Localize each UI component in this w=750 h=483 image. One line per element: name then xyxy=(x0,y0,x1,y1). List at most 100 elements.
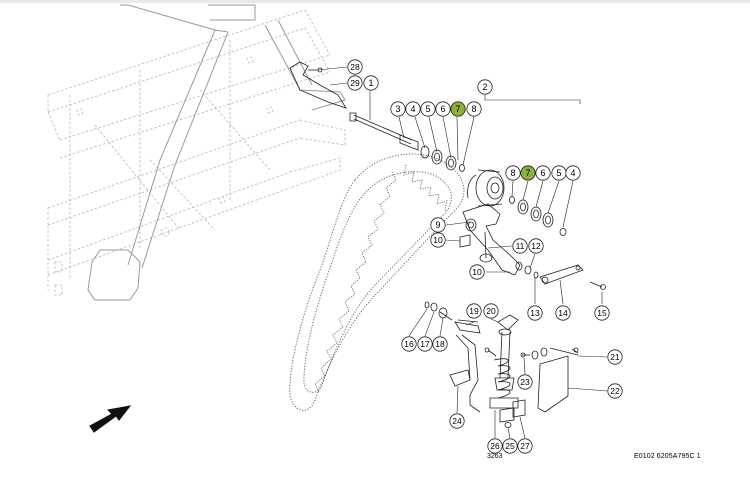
callout-c5b: 5 xyxy=(551,165,567,181)
callout-c1: 1 xyxy=(363,75,379,91)
document-code: E0102 6205A795C 1 xyxy=(634,453,701,460)
callout-label: 7 xyxy=(525,168,530,178)
callout-c7a: 7 xyxy=(450,101,466,117)
callout-c29: 29 xyxy=(347,75,363,91)
callout-label: 26 xyxy=(490,441,500,451)
callout-c13: 13 xyxy=(527,305,543,321)
callout-label: 14 xyxy=(558,308,568,318)
callout-circle xyxy=(535,165,551,181)
callout-circle xyxy=(405,101,421,117)
callout-c23: 23 xyxy=(517,374,533,390)
callout-circle xyxy=(528,238,544,254)
callout-label: 25 xyxy=(505,441,515,451)
callout-c10b: 10 xyxy=(469,264,485,280)
callout-c12: 12 xyxy=(528,238,544,254)
callout-label: 21 xyxy=(610,352,620,362)
callout-c16: 16 xyxy=(401,336,417,352)
callout-label: 13 xyxy=(530,308,540,318)
callout-circle xyxy=(435,101,451,117)
drive-belt xyxy=(289,153,465,411)
callout-circle xyxy=(512,238,528,254)
callout-circle xyxy=(487,438,503,454)
callout-circle xyxy=(565,165,581,181)
callout-c8b: 8 xyxy=(505,165,521,181)
callout-label: 10 xyxy=(433,235,443,245)
callout-c4a: 4 xyxy=(405,101,421,117)
callout-label: 15 xyxy=(597,308,607,318)
callout-circle xyxy=(430,217,446,233)
callout-circle xyxy=(430,232,446,248)
spring-coils xyxy=(493,358,511,399)
callout-label: 5 xyxy=(556,168,561,178)
callout-circle xyxy=(555,305,571,321)
callout-c3a: 3 xyxy=(390,101,406,117)
callout-c17: 17 xyxy=(417,336,433,352)
sub-number: 3263 xyxy=(487,453,503,460)
callout-circle xyxy=(401,336,417,352)
callout-c24: 24 xyxy=(449,413,465,429)
callout-circle xyxy=(417,336,433,352)
callout-circle xyxy=(432,336,448,352)
direction-arrow-icon xyxy=(89,405,132,433)
callout-circle xyxy=(466,101,482,117)
callout-circle xyxy=(450,101,466,117)
belt-teeth-outline xyxy=(403,164,448,212)
callout-c15: 15 xyxy=(594,305,610,321)
callout-circle xyxy=(466,303,482,319)
callout-c25: 25 xyxy=(502,438,518,454)
callout-c6a: 6 xyxy=(435,101,451,117)
callout-label: 24 xyxy=(452,416,462,426)
callout-label: 22 xyxy=(610,386,620,396)
callout-label: 19 xyxy=(469,306,479,316)
callout-label: 7 xyxy=(455,104,460,114)
callout-label: 5 xyxy=(425,104,430,114)
callout-c21: 21 xyxy=(607,349,623,365)
callout-c26: 26 xyxy=(487,438,503,454)
callout-label: 20 xyxy=(486,306,496,316)
hardware xyxy=(289,61,606,428)
callout-circle xyxy=(527,305,543,321)
callout-circle xyxy=(347,75,363,91)
callout-c5a: 5 xyxy=(420,101,436,117)
machine-frame xyxy=(47,9,346,296)
callout-circle xyxy=(483,303,499,319)
callout-c27: 27 xyxy=(517,438,533,454)
callout-circle xyxy=(502,438,518,454)
callout-c28: 28 xyxy=(347,59,363,75)
callout-label: 12 xyxy=(531,241,541,251)
callout-label: 3 xyxy=(395,104,400,114)
callout-label: 9 xyxy=(435,220,440,230)
callout-circle xyxy=(449,413,465,429)
callout-label: 28 xyxy=(350,62,360,72)
callout-label: 11 xyxy=(516,241,525,251)
callout-circle xyxy=(477,79,493,95)
callout-label: 17 xyxy=(420,339,430,349)
callout-circle xyxy=(607,383,623,399)
callout-c2: 2 xyxy=(477,79,493,95)
belt-teeth-outline xyxy=(314,171,397,393)
callout-label: 6 xyxy=(440,104,445,114)
callout-label: 18 xyxy=(435,339,445,349)
callout-label: 2 xyxy=(482,82,487,92)
callout-circle xyxy=(607,349,623,365)
callout-label: 1 xyxy=(368,78,373,88)
leader-lines xyxy=(317,66,608,439)
callout-label: 8 xyxy=(471,104,476,114)
callout-c10a: 10 xyxy=(430,232,446,248)
callout-c9: 9 xyxy=(430,217,446,233)
callout-circle xyxy=(517,438,533,454)
callout-c18: 18 xyxy=(432,336,448,352)
callout-circle xyxy=(390,101,406,117)
callout-label: 29 xyxy=(350,78,360,88)
callout-label: 8 xyxy=(510,168,515,178)
callout-label: 4 xyxy=(570,168,575,178)
callout-label: 27 xyxy=(520,441,530,451)
main-arm xyxy=(87,4,346,301)
callout-circle xyxy=(520,165,536,181)
callout-c8a: 8 xyxy=(466,101,482,117)
callout-label: 6 xyxy=(540,168,545,178)
callout-circle xyxy=(363,75,379,91)
